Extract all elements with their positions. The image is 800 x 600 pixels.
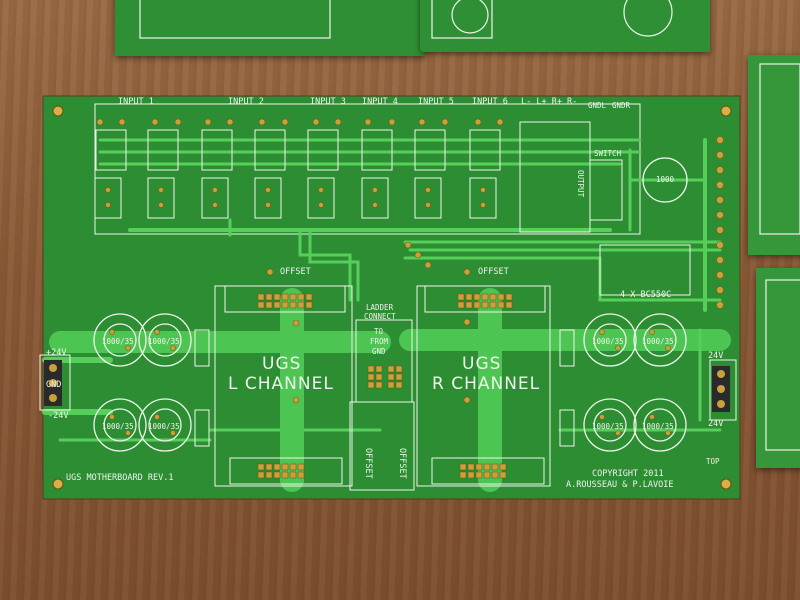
offset-right-label: OFFSET — [478, 267, 509, 277]
right-upper-partial-pcb — [748, 55, 800, 255]
input-6-label: INPUT 6 — [472, 97, 508, 107]
right-channel-label: R CHANNEL — [432, 374, 541, 394]
left-ugs-label: UGS — [262, 354, 302, 374]
top-right-partial-pcb — [420, 0, 710, 52]
input-relays — [95, 129, 501, 171]
cap-label-6: 1000/35 — [642, 337, 674, 346]
vertical-offset-right: OFFSET — [397, 448, 407, 479]
minus-24v-label: -24V — [48, 411, 69, 421]
right-24v-lower: 24V — [708, 419, 724, 429]
right-lower-partial-pcb — [756, 268, 800, 468]
input-2-label: INPUT 2 — [228, 97, 264, 107]
transistor-label: 4 X BC550C — [620, 290, 672, 300]
input-4-label: INPUT 4 — [362, 97, 398, 107]
cap-label-3: 1000/35 — [102, 422, 134, 431]
vertical-offset-left: OFFSET — [363, 448, 373, 479]
input-1-label: INPUT 1 — [118, 97, 154, 107]
copyright-line-2: A.ROUSSEAU & P.LAVOIE — [566, 480, 674, 490]
power-terminals — [44, 360, 730, 412]
connect-label: CONNECT — [364, 312, 396, 321]
top-left-partial-pcb — [115, 0, 425, 56]
cap-label-7: 1000/35 — [592, 422, 624, 431]
gndl-label: GNDL — [588, 101, 607, 110]
right-24v-upper: 24V — [708, 351, 724, 361]
cap-1000-label: 1000 — [656, 175, 675, 184]
partial-board-details — [139, 0, 800, 451]
offset-left-label: OFFSET — [280, 267, 311, 277]
cap-label-1: 1000/35 — [102, 337, 134, 346]
solder-pads — [96, 118, 724, 436]
revision-label: UGS MOTHERBOARD REV.1 — [66, 473, 174, 483]
gnd-label-left: GND — [46, 380, 62, 390]
mounting-holes — [52, 105, 732, 490]
input-footprints — [39, 121, 737, 485]
input-5-label: INPUT 5 — [418, 97, 454, 107]
ladder-to-label: TO — [374, 327, 384, 336]
plus-24v-label: +24V — [46, 348, 67, 358]
switch-label: SWITCH — [594, 149, 622, 158]
cap-label-4: 1000/35 — [148, 422, 180, 431]
cap-label-8: 1000/35 — [642, 422, 674, 431]
input-3-label: INPUT 3 — [310, 97, 346, 107]
ladder-from-label: FROM — [370, 337, 389, 346]
top-label: TOP — [706, 457, 720, 466]
header-pins — [257, 293, 513, 479]
copyright-line-1: COPYRIGHT 2011 — [592, 469, 664, 479]
ladder-gnd-label: GND — [372, 347, 386, 356]
output-pin-labels: L- L+ R+ R- — [521, 97, 578, 107]
gndr-label: GNDR — [612, 101, 631, 110]
ladder-label: LADDER — [366, 303, 394, 312]
output-vertical-label: OUTPUT — [576, 170, 585, 198]
left-channel-label: L CHANNEL — [228, 374, 334, 394]
right-ugs-label: UGS — [462, 354, 502, 374]
capacitors — [93, 157, 688, 452]
cap-label-5: 1000/35 — [592, 337, 624, 346]
cap-label-2: 1000/35 — [148, 337, 180, 346]
